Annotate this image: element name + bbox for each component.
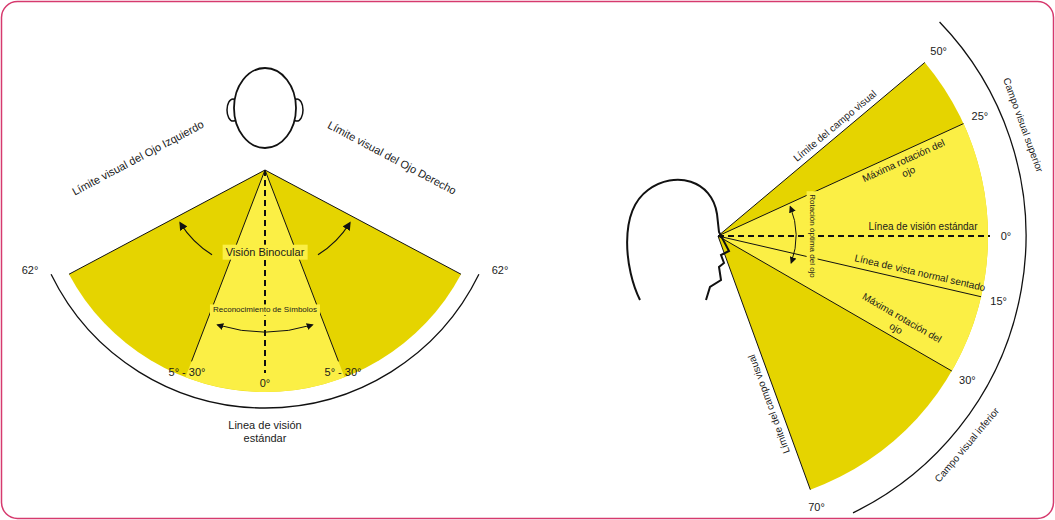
zone-label: Visión Binocular bbox=[223, 245, 308, 260]
curved-arrow bbox=[218, 325, 313, 332]
curved-arrow bbox=[318, 223, 350, 255]
sight-ray bbox=[718, 236, 952, 371]
sight-ray bbox=[718, 236, 810, 490]
head-profile bbox=[627, 180, 729, 300]
sight-ray bbox=[192, 170, 265, 361]
field-wedge bbox=[718, 62, 988, 489]
sight-ray bbox=[718, 124, 963, 236]
field-limit-label: Límite del campo visual bbox=[746, 352, 793, 454]
angle-label: 62° bbox=[22, 264, 39, 277]
head-outline bbox=[234, 68, 296, 148]
angle-label: 30° bbox=[959, 374, 976, 387]
sight-line-label: Línea de vista normal sentado bbox=[853, 253, 986, 294]
fan-group bbox=[51, 22, 1026, 513]
angle-label: 50° bbox=[930, 45, 947, 58]
eye-limit-label: Límite visual del Ojo Derecho bbox=[326, 119, 459, 198]
angle-label: 5° - 30° bbox=[325, 366, 362, 379]
eye-limit-label: Límite visual del Ojo Izquierdo bbox=[70, 118, 206, 198]
angle-label: 0° bbox=[260, 377, 271, 390]
rotation-label: Máxima rotación del ojo bbox=[860, 137, 951, 195]
curved-arrow bbox=[790, 207, 796, 263]
front-head bbox=[227, 68, 303, 148]
sight-ray bbox=[718, 62, 925, 236]
sight-ray bbox=[265, 170, 338, 361]
angle-label: 15° bbox=[990, 294, 1007, 307]
curved-arrow bbox=[180, 223, 212, 255]
standard-sight-line bbox=[264, 170, 266, 373]
field-zone-label: Campo visual inferior bbox=[932, 405, 1001, 484]
sight-line-label: Línea de visión estándar bbox=[869, 221, 978, 233]
sight-line-label: Linea de visión estándar bbox=[215, 419, 315, 444]
field-wedge bbox=[718, 124, 988, 371]
profile-head bbox=[627, 180, 729, 300]
zone-label: Reconocimiento de Símbolos bbox=[210, 304, 320, 315]
angle-label: 5° - 30° bbox=[169, 366, 206, 379]
angle-label: 62° bbox=[492, 264, 509, 277]
field-arc bbox=[51, 274, 479, 408]
angle-label: 25° bbox=[972, 110, 989, 123]
angle-label: 0° bbox=[1001, 230, 1012, 243]
field-wedge bbox=[185, 170, 344, 392]
rotation-label: Rotación óptima del ojo bbox=[806, 191, 817, 281]
sight-ray bbox=[718, 236, 981, 297]
standard-sight-line bbox=[718, 235, 990, 237]
field-limit-label: Límite del campo visual bbox=[791, 88, 878, 164]
field-arc bbox=[853, 22, 1026, 513]
rotation-label: Máxima rotación del ojo bbox=[854, 291, 943, 356]
field-wedge bbox=[69, 170, 461, 392]
field-zone-label: Campo visual superior bbox=[1001, 76, 1046, 173]
angle-label: 70° bbox=[808, 500, 825, 513]
